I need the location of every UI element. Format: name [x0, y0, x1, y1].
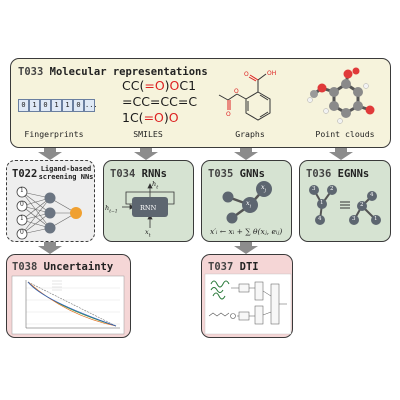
egnn-right-node-d: 1: [374, 216, 378, 222]
panel-title-t035: T035 GNNs: [208, 168, 265, 180]
panel-title-t034: T034 RNNs: [110, 168, 167, 180]
caption-fingerprints: Fingerprints: [24, 129, 84, 139]
egnn-right-node-b: 2: [360, 202, 364, 208]
gnn-update-formula: x′ᵢ ← xᵢ + ∑ θ(xⱼ, eᵢⱼ): [210, 227, 283, 236]
neural-network-diagram: [16, 186, 82, 240]
smiles-line: CC(=O)OC1: [122, 78, 197, 93]
svg-text:O: O: [244, 71, 249, 78]
rnn-cell-label: RNN: [140, 204, 157, 212]
smiles-line: =CC=CC=C: [122, 94, 198, 109]
panel-title-t036: T036 EGNNs: [306, 168, 370, 180]
caption-point-clouds: Point clouds: [315, 129, 375, 139]
uncertainty-calibration-plot: [11, 275, 125, 335]
aspirin-graph-drawing: OH O O O: [218, 70, 276, 121]
gnn-node-xj: xj: [261, 183, 267, 194]
nn-input-4: 0: [20, 229, 24, 236]
caption-graphs: Graphs: [235, 129, 265, 139]
nn-input-2: 0: [20, 201, 24, 208]
rnn-hidden-prev: ht−1: [105, 204, 118, 215]
egnn-left-node-c: 1: [320, 200, 324, 206]
panel-title-t033: T033 Molecular representations: [18, 66, 208, 78]
egnn-left-node-b: 2: [330, 186, 334, 192]
smiles-line: 1C(=O)O: [122, 110, 179, 125]
svg-text:O: O: [226, 111, 231, 118]
gnn-node-xi: xi: [246, 199, 252, 210]
point-cloud-molecule: [307, 67, 375, 124]
egnn-left-node-a: 3: [312, 186, 316, 192]
nn-input-3: 1: [20, 215, 24, 222]
rnn-input: xt: [145, 228, 151, 239]
egnn-right-node-c: 3: [352, 216, 356, 222]
egnn-equivariance-diagram: [309, 185, 381, 225]
rnn-hidden-output: ht: [152, 180, 159, 191]
svg-text:OH: OH: [267, 70, 276, 77]
panel-title-t037: T037 DTI: [208, 261, 259, 273]
egnn-panel: [299, 160, 391, 242]
panel-code-t022: T022: [12, 168, 38, 180]
dti-model-diagram: [204, 273, 292, 335]
nn-input-1: 1: [20, 187, 24, 194]
panel-title-t038: T038 Uncertainty: [12, 261, 114, 273]
svg-text:O: O: [234, 88, 239, 95]
egnn-right-node-a: 4: [370, 192, 374, 198]
caption-smiles: SMILES: [133, 129, 163, 139]
gnn-graph-diagram: [222, 181, 272, 224]
rnn-cell-diagram: [122, 183, 175, 228]
egnn-left-node-d: 4: [318, 216, 322, 222]
